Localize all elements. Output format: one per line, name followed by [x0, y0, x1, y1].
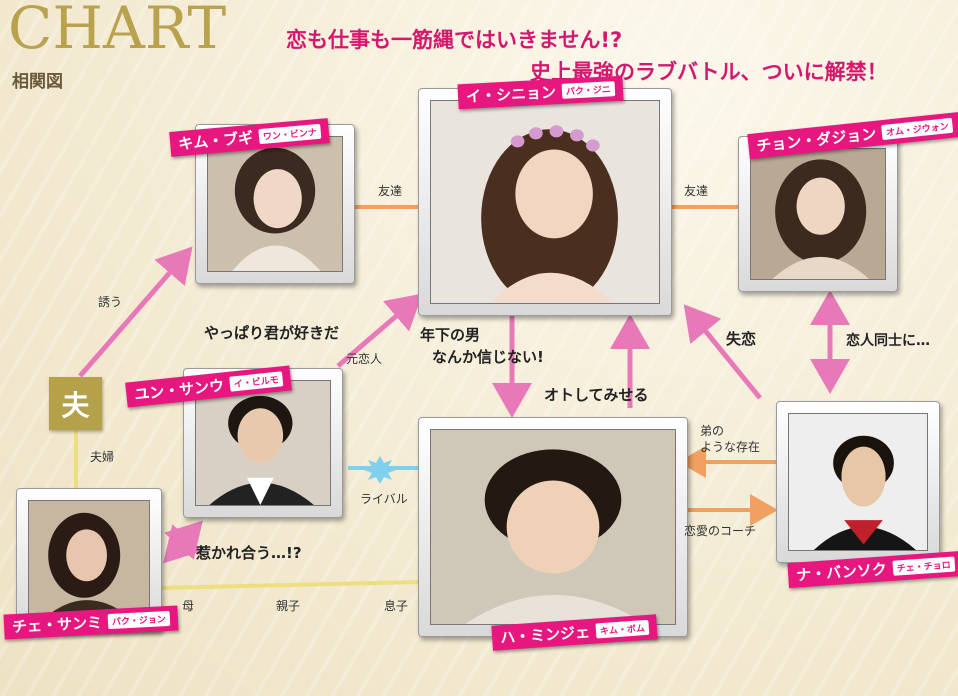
label-heartbreak: 失恋	[726, 330, 757, 348]
photo-ishinyon	[430, 100, 660, 304]
quote-still-love: やっぱり君が好きだ	[204, 324, 340, 342]
actor-chesanmi: パク・ジョン	[107, 610, 171, 630]
label-love-coach: 恋愛のコーチ	[684, 524, 757, 538]
label-mother: 母	[182, 599, 195, 613]
quote-seduce: オトしてみせる	[544, 386, 649, 404]
label-couple: 夫婦	[90, 450, 115, 464]
portrait-nabansoku[interactable]	[776, 401, 940, 563]
label-brother-like-2: ような存在	[700, 440, 761, 454]
portrait-ishinyon[interactable]	[418, 88, 672, 316]
actor-yunsanu: イ・ビルモ	[229, 371, 284, 392]
arrow-invite	[78, 246, 193, 378]
arrow-attracted-b	[164, 520, 203, 560]
page-subtitle: 相関図	[12, 72, 63, 92]
tagline-1: 恋も仕事も一筋縄ではいきません!?	[286, 28, 623, 52]
label-ex-lover: 元恋人	[346, 352, 383, 366]
name-haminje: ハ・ミンジェ	[499, 622, 591, 648]
actor-nabansoku: チェ・チョロ	[892, 556, 956, 576]
husband-badge: 夫	[49, 377, 102, 430]
quote-younger-1: 年下の男	[420, 326, 481, 344]
photo-yunsanu	[195, 380, 331, 506]
name-kimbugi: キム・ブギ	[177, 128, 254, 154]
name-chesanmi: チェ・サンミ	[11, 613, 103, 637]
spark-icon	[364, 456, 396, 484]
name-nabansoku: ナ・バンソク	[795, 560, 888, 585]
label-rival: ライバル	[360, 492, 408, 506]
line-parent-child	[157, 580, 421, 590]
arrow-still-love	[336, 293, 423, 368]
portrait-chondajon[interactable]	[738, 136, 898, 292]
photo-chondajon	[750, 148, 886, 280]
photo-kimbugi	[207, 136, 343, 272]
label-parent-child: 親子	[276, 599, 301, 613]
label-invite: 誘う	[98, 295, 123, 309]
actor-ishinyon: パク・ジニ	[561, 81, 616, 99]
portrait-haminje[interactable]	[418, 417, 688, 637]
label-friend-left: 友達	[378, 184, 403, 198]
page-title: CHART	[8, 0, 227, 62]
photo-haminje	[430, 429, 676, 625]
label-brother-like-1: 弟の	[700, 424, 725, 438]
photo-chesanmi	[28, 500, 150, 620]
photo-nabansoku	[788, 413, 928, 551]
name-ishinyon: イ・シニョン	[465, 83, 557, 106]
actor-chondajon: オム・ジウォン	[881, 117, 954, 141]
actor-haminje: キム・ボム	[595, 619, 650, 639]
arrow-heartbreak	[683, 304, 762, 400]
actor-kimbugi: ワン・ビンナ	[258, 123, 322, 145]
quote-attracted: 惹かれ合う…!?	[196, 544, 302, 562]
label-lovers: 恋人同士に…	[846, 333, 930, 349]
label-son: 息子	[384, 599, 409, 613]
quote-younger-2: なんか信じない!	[432, 348, 544, 366]
label-friend-right: 友達	[684, 184, 709, 198]
